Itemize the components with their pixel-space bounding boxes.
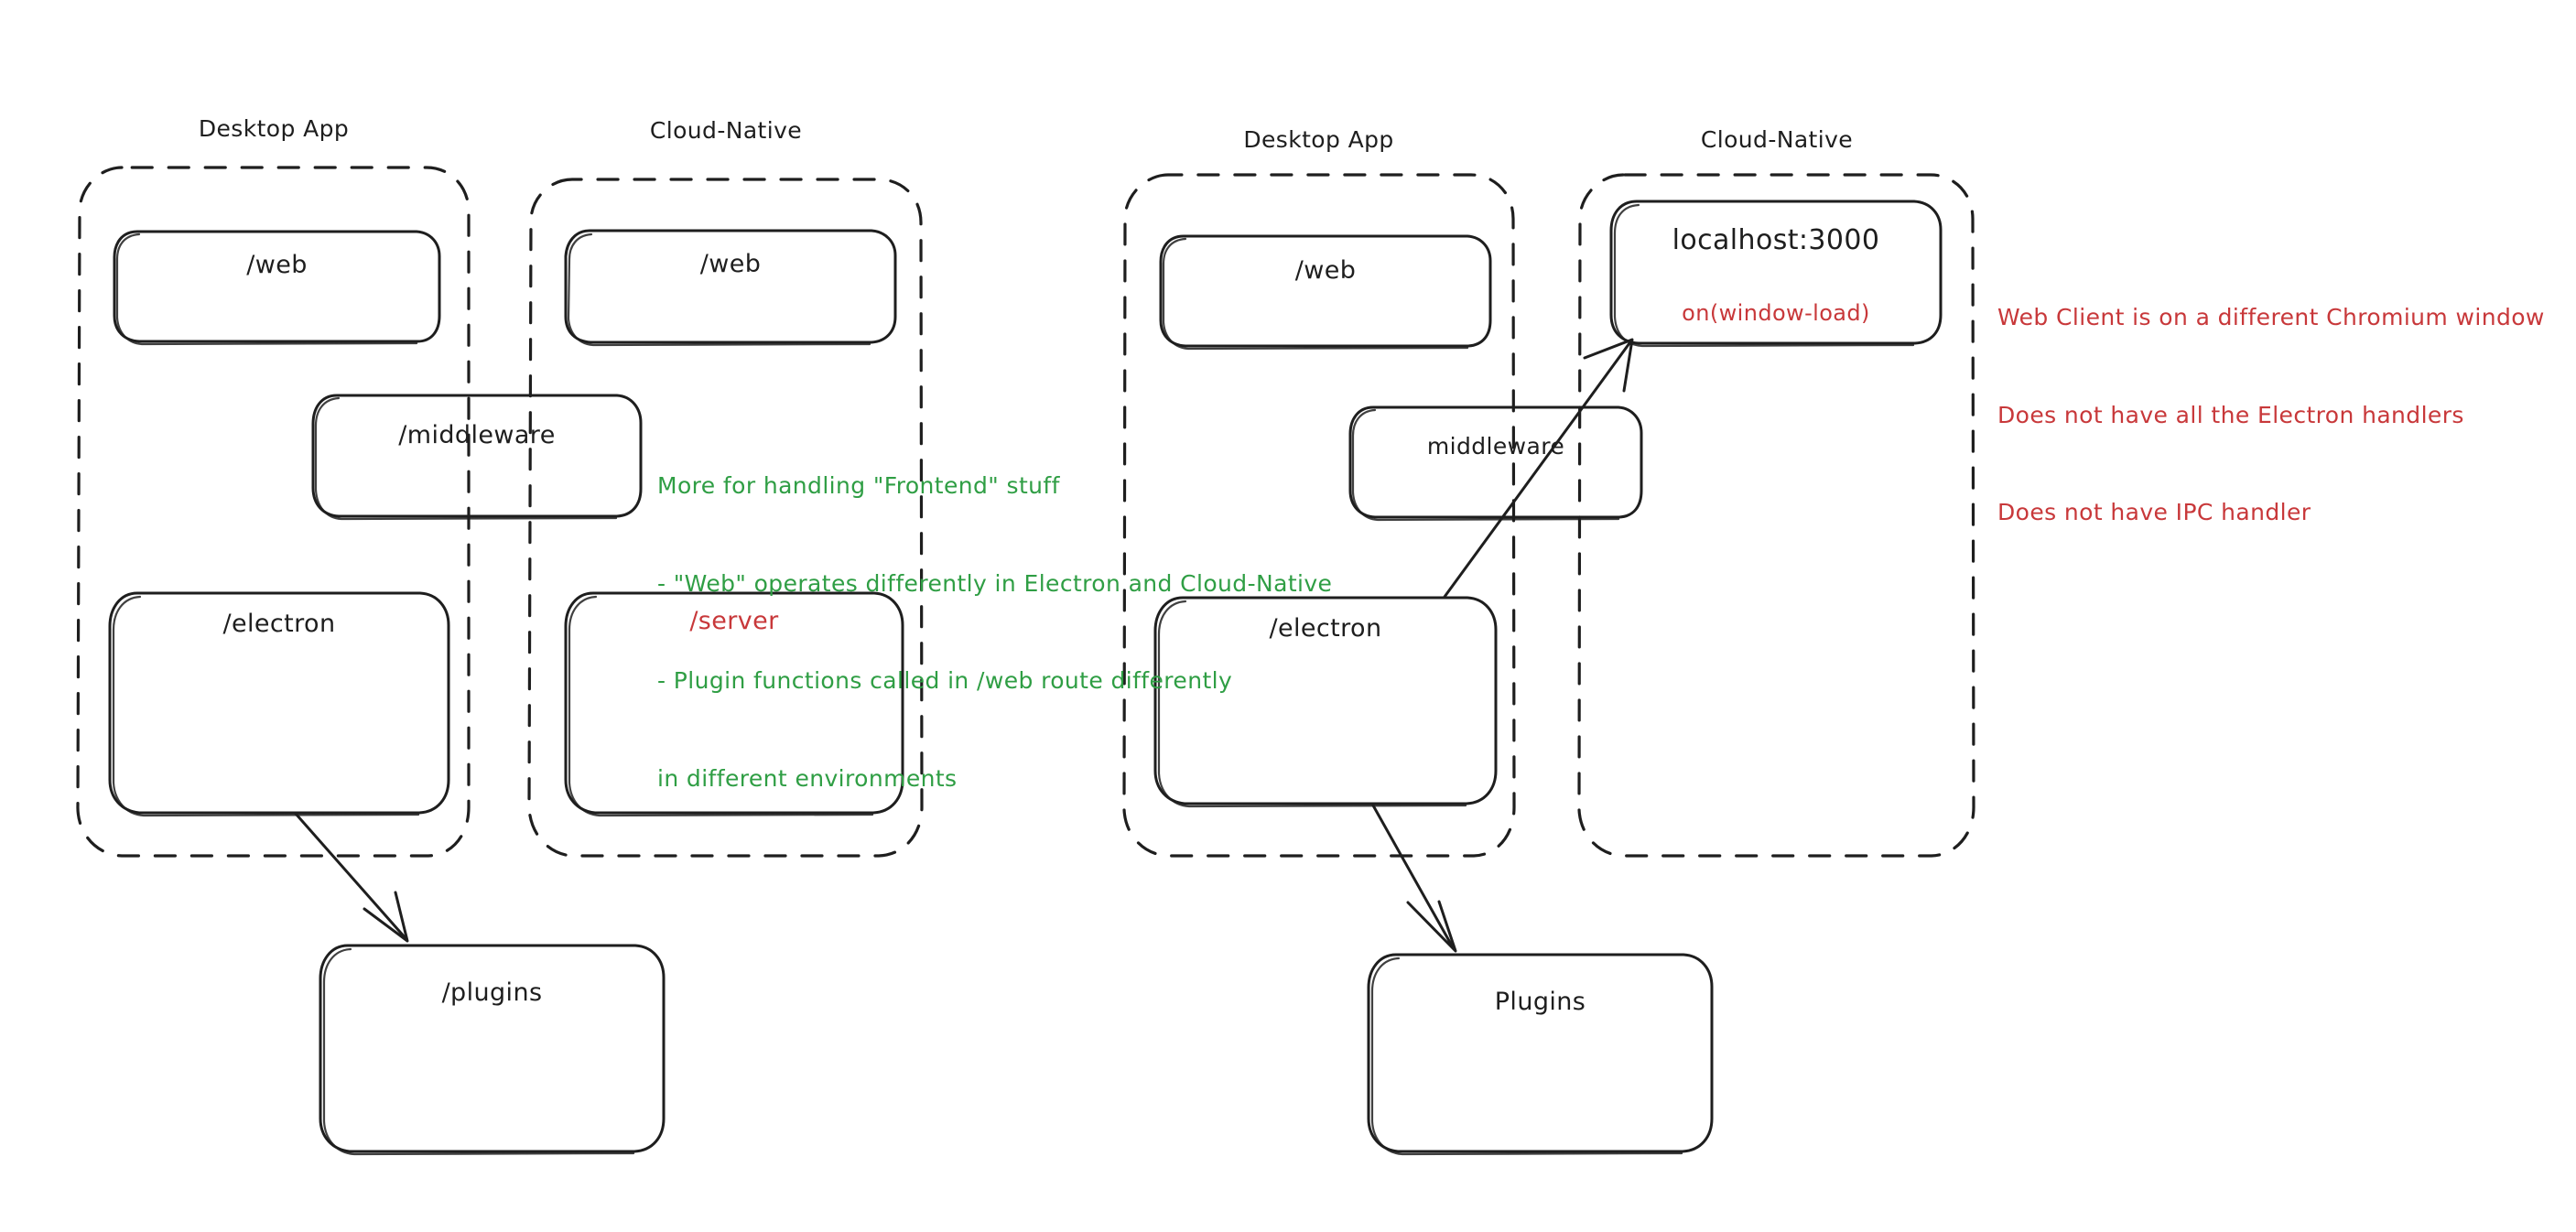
annotation-green-line-1: More for handling "Frontend" stuff: [657, 472, 1060, 499]
box-right-plugins-outline: [1367, 953, 1714, 1156]
box-label-left-web-desktop[interactable]: /web: [246, 251, 308, 279]
box-right-electron-outline: [1153, 596, 1498, 808]
group-right-desktop-app-outline: [1122, 173, 1516, 858]
annotation-red-line-1: Web Client is on a different Chromium wi…: [1997, 304, 2545, 330]
annotation-red-line-2: Does not have all the Electron handlers: [1997, 401, 2464, 428]
box-label-left-middleware[interactable]: /middleware: [398, 421, 556, 449]
group-label-right-desktop-app: Desktop App: [1243, 126, 1394, 153]
group-label-right-cloud-native: Cloud-Native: [1700, 126, 1854, 153]
box-label-right-plugins[interactable]: Plugins: [1494, 988, 1586, 1016]
box-right-web-outline: [1159, 234, 1492, 351]
arrow-right-electron-to-localhost: [1443, 338, 1634, 599]
arrow-right-electron-to-plugins: [1371, 804, 1457, 953]
box-sublabel-right-on-window-load: on(window-load): [1682, 300, 1870, 326]
box-label-right-middleware[interactable]: middleware: [1426, 433, 1565, 459]
annotation-green-note: More for handling "Frontend" stuff - "We…: [657, 405, 1332, 859]
box-left-web-desktop-outline: [113, 230, 441, 346]
annotation-green-line-4: in different environments: [657, 764, 958, 792]
box-label-left-server[interactable]: /server: [689, 607, 779, 635]
annotation-red-note: Web Client is on a different Chromium wi…: [1997, 236, 2545, 594]
box-left-electron-outline: [108, 591, 450, 817]
group-label-left-desktop-app: Desktop App: [198, 115, 350, 142]
box-right-middleware-outline: [1348, 405, 1643, 522]
box-left-middleware-outline: [311, 394, 643, 521]
box-label-right-electron[interactable]: /electron: [1269, 614, 1382, 643]
box-label-right-localhost[interactable]: localhost:3000: [1672, 224, 1880, 256]
box-label-left-plugins[interactable]: /plugins: [441, 978, 543, 1007]
box-label-left-web-cloud[interactable]: /web: [699, 250, 762, 278]
box-label-left-electron[interactable]: /electron: [222, 610, 336, 638]
box-left-server-outline: [564, 591, 904, 817]
group-left-cloud-native-outline: [527, 178, 924, 858]
box-label-right-web[interactable]: /web: [1294, 256, 1357, 285]
box-left-web-cloud-outline: [564, 229, 897, 347]
arrow-left-electron-to-plugins: [294, 812, 409, 943]
group-label-left-cloud-native: Cloud-Native: [649, 117, 803, 144]
annotation-green-line-2: - "Web" operates differently in Electron…: [657, 569, 1333, 597]
group-left-desktop-app-outline: [76, 166, 471, 858]
box-left-plugins-outline: [319, 944, 666, 1156]
annotation-red-line-3: Does not have IPC handler: [1997, 499, 2311, 525]
box-right-localhost-outline: [1609, 200, 1943, 348]
annotation-green-line-3: - Plugin functions called in /web route …: [657, 667, 1233, 694]
group-right-cloud-native-outline: [1577, 173, 1975, 858]
